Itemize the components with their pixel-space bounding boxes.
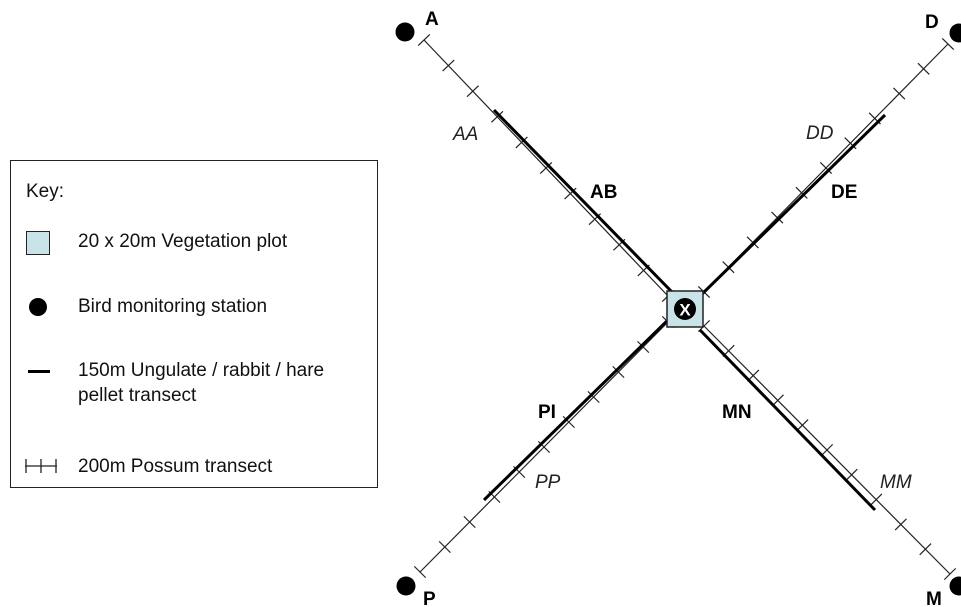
possum-transect-ladder-icon (25, 459, 57, 473)
station-label-p: P (423, 589, 436, 607)
station-label-d: D (925, 12, 939, 33)
key-title: Key: (26, 181, 65, 202)
bird-station-p (396, 576, 416, 596)
possum-tick-m-3 (870, 493, 883, 506)
center-station-dot (674, 298, 696, 320)
possum-tick-a-2 (466, 85, 480, 98)
pellet-transect-de (698, 113, 887, 298)
possum-tick-p-9 (637, 340, 650, 354)
possum-tick-m-1 (919, 543, 932, 556)
bird-stations (395, 22, 961, 596)
pellet-transect-lines (482, 108, 887, 512)
key-label-bird-station: Bird monitoring station (78, 296, 268, 317)
possum-label-aa: AA (452, 124, 478, 145)
possum-tick-m-0 (943, 567, 957, 581)
possum-tick-a-5 (539, 162, 553, 174)
pellet-label-ab: AB (590, 182, 617, 203)
pellet-transect-line-icon (28, 370, 50, 373)
vegetation-plot-center: X (666, 290, 704, 328)
vegetation-plot-square-icon (26, 231, 50, 255)
possum-tick-d-6 (795, 186, 808, 199)
possum-tick-m-5 (820, 443, 834, 457)
pellet-transect-pi (482, 316, 672, 502)
pellet-label-mn: MN (722, 402, 752, 423)
pellet-transect-ab (492, 108, 674, 294)
possum-tick-a-4 (515, 136, 528, 149)
possum-label-pp: PP (535, 472, 561, 493)
possum-tick-d-7 (771, 211, 784, 224)
pellet-label-pi: PI (538, 402, 556, 423)
possum-label-dd: DD (806, 123, 834, 144)
possum-tick-p-6 (562, 415, 575, 429)
key-label-pellet-transect-line2: pellet transect (78, 385, 197, 406)
possum-tick-m-6 (796, 419, 809, 432)
possum-tick-d-1 (917, 62, 930, 75)
bird-station-m (949, 576, 961, 596)
possum-tick-d-5 (819, 161, 833, 175)
possum-tick-a-1 (442, 59, 455, 72)
center-label: X (679, 301, 691, 320)
bird-station-a (395, 22, 415, 42)
possum-tick-p-0 (413, 565, 427, 579)
bird-station-d (949, 23, 961, 43)
key-label-possum-transect: 200m Possum transect (78, 456, 273, 477)
possum-tick-p-1 (438, 540, 451, 554)
station-label-a: A (425, 9, 439, 30)
possum-label-mm: MM (880, 472, 912, 493)
key-legend: Key: 20 x 20m Vegetation plot Bird monit… (10, 160, 378, 488)
possum-tick-d-2 (893, 87, 906, 100)
station-label-m: M (926, 589, 942, 607)
pellet-label-de: DE (831, 182, 857, 203)
possum-tick-a-0 (417, 34, 431, 46)
possum-tick-p-2 (463, 515, 476, 529)
bird-station-dot-icon (29, 298, 47, 316)
possum-tick-m-4 (845, 468, 858, 481)
possum-tick-a-3 (490, 110, 504, 123)
possum-tick-m-10 (697, 319, 711, 333)
key-label-vegetation-plot: 20 x 20m Vegetation plot (78, 231, 288, 252)
possum-tick-p-7 (587, 390, 600, 404)
key-label-pellet-transect-line1: 150m Ungulate / rabbit / hare (78, 360, 325, 381)
possum-tick-m-2 (894, 518, 907, 531)
possum-tick-p-8 (612, 365, 625, 379)
possum-tick-d-0 (941, 37, 955, 51)
pellet-transect-mn (698, 328, 877, 512)
